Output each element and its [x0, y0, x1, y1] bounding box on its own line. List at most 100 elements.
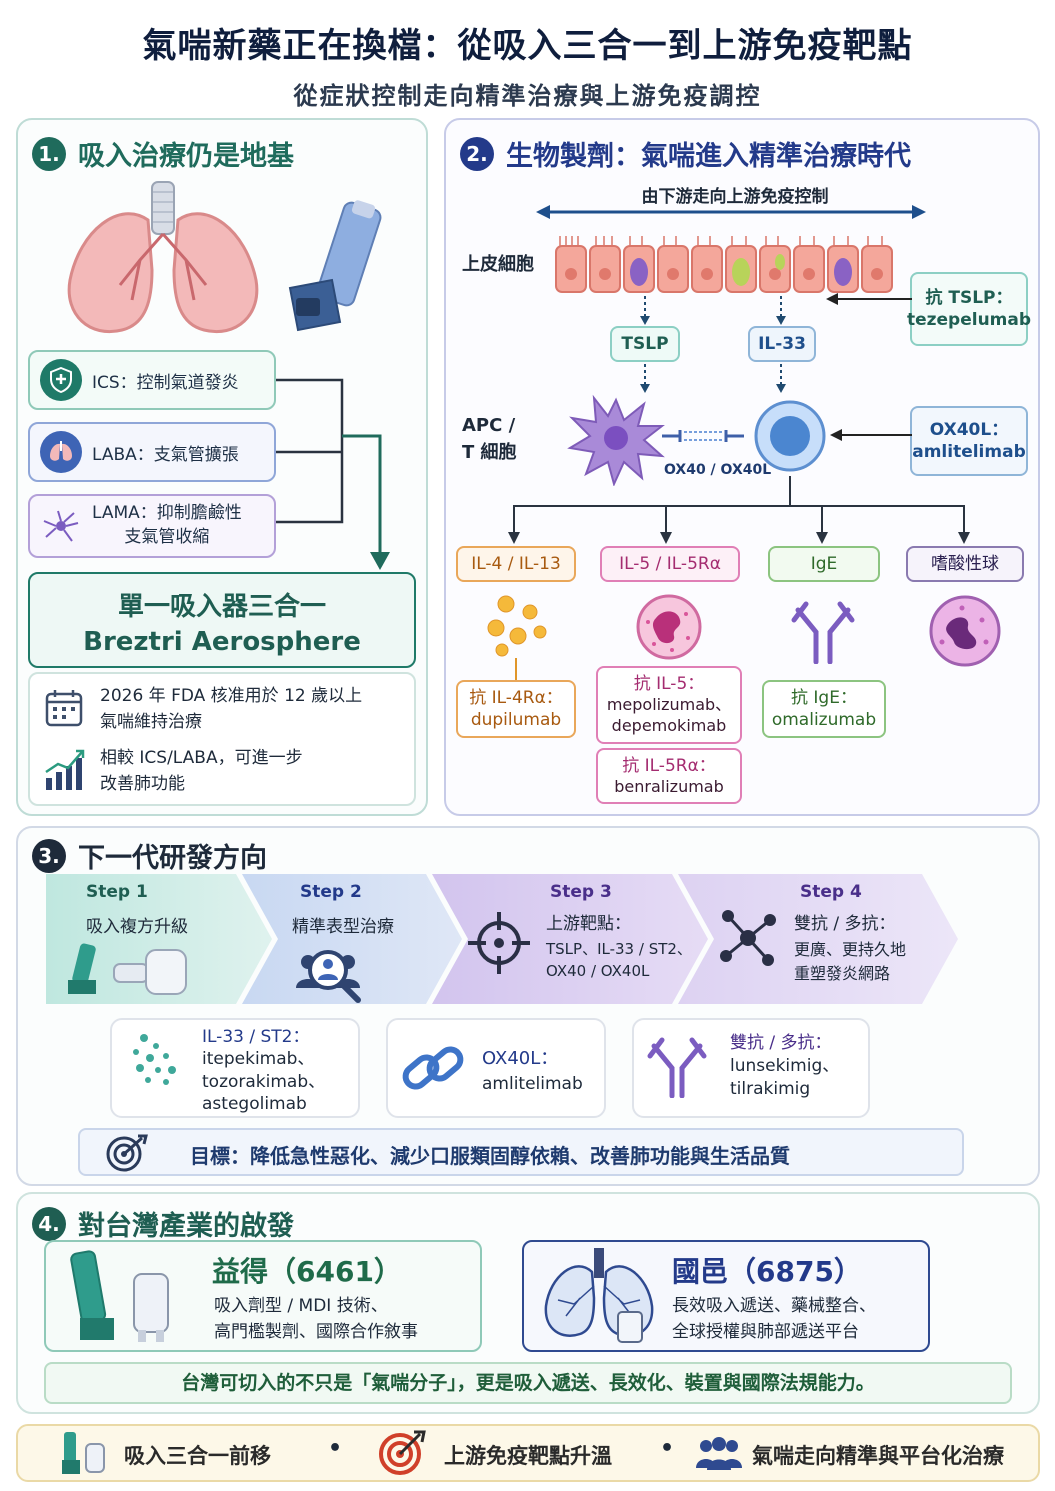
epithelial-label: 上皮細胞 [462, 254, 534, 275]
card-ox40l-text: OX40L： amlitelimab [482, 1048, 583, 1095]
note-fda: 2026 年 FDA 核准用於 12 歲以上 氣喘維持治療 [100, 686, 363, 732]
people-search-icon [296, 950, 361, 1003]
section2-header: 2. 生物製劑：氣喘進入精準治療時代 [460, 134, 911, 173]
goal-bar [78, 1128, 964, 1176]
page-title: 氣喘新藥正在換檔：從吸入三合一到上游免疫靶點 [142, 26, 913, 66]
upstream-arrow-label: 由下游走向上游免疫控制 [641, 187, 829, 207]
card-ox40l [386, 1018, 606, 1118]
arrow-tslp-apc [640, 364, 650, 393]
footer-bar [16, 1424, 1040, 1482]
section4-header: 4. 對台灣產業的啟發 [32, 1204, 294, 1243]
bar-chart-icon [45, 749, 85, 790]
card-il33-text: IL-33 / ST2： itepekimab、 tozorakimab、 as… [202, 1027, 326, 1115]
ox40l-tag: OX40L： amlitelimab [910, 406, 1028, 476]
note-lung-function: 相較 ICS/LABA，可進一步 改善肺功能 [100, 748, 303, 794]
ox40-label: OX40 / OX40L [664, 462, 772, 478]
apc-tcell-label: APC / T 細胞 [462, 415, 517, 463]
step1-num: Step 1 [86, 882, 148, 902]
breztri-box: 單一吸入器三合一 Breztri Aerosphere [28, 572, 416, 668]
step2-label: 精準表型治療 [292, 917, 394, 937]
target-icon [106, 1134, 148, 1172]
footer-item-1: 吸入三合一前移 [124, 1444, 271, 1468]
section3-header: 3. 下一代研發方向 [32, 836, 267, 875]
step3-num: Step 3 [550, 882, 612, 902]
taiwan-summary: 台灣可切入的不只是「氣喘分子」，更是吸入遞送、長效化、裝置與國際法規能力。 [44, 1362, 1012, 1404]
arrow-to-tslp [640, 296, 650, 325]
molecules-icon [133, 1034, 176, 1085]
step4-label: 雙抗 / 多抗： 更廣、更持久地 重塑發炎網路 [794, 914, 907, 983]
double-arrow-icon [536, 205, 926, 219]
breztri-notes [28, 672, 416, 806]
footer-item-2: 上游免疫靶點升溫 [444, 1444, 612, 1468]
drug-omalizumab: 抗 IgE： omalizumab [762, 680, 886, 738]
pathway-branch-connector [508, 476, 970, 544]
combine-connector [276, 378, 390, 570]
company2-name: 國邑（6875） [672, 1255, 862, 1288]
drug-benralizumab: 抗 IL-5Rα： benralizumab [596, 748, 742, 804]
anti-tslp-tag: 抗 TSLP： tezepelumab [907, 272, 1031, 346]
shield-icon [40, 359, 82, 401]
step3-label: 上游靶點： TSLP、IL-33 / ST2、 OX40 / OX40L [546, 914, 692, 980]
il33-tag: IL-33 [748, 326, 816, 362]
inhaler-small-icon [62, 1432, 105, 1474]
goal-text: 目標：降低急性惡化、減少口服類固醇依賴、改善肺功能與生活品質 [190, 1144, 790, 1168]
breztri-line2: Breztri Aerosphere [83, 627, 361, 657]
apc-tcell-icon [567, 394, 826, 486]
arrow-ox40l [830, 429, 912, 441]
target-crosshair-icon [468, 912, 530, 974]
section1-number: 1. [32, 136, 66, 171]
ics-pill: ICS：控制氣道發炎 [28, 350, 276, 410]
arrow-il33-tcell [776, 364, 786, 393]
laba-label: LABA：支氣管擴張 [92, 444, 239, 465]
bispecific-antibody-icon [647, 1037, 707, 1098]
pathway-il4: IL-4 / IL-13 [456, 546, 576, 582]
people-group-icon [696, 1437, 742, 1470]
step1-label: 吸入複方升級 [86, 917, 188, 937]
arrow-to-il33 [776, 296, 786, 325]
company1-name: 益得（6461） [212, 1255, 402, 1288]
antibody-icon [791, 601, 855, 664]
footer-sep-1: • [328, 1436, 343, 1461]
lungs-icon [67, 181, 259, 333]
inhaler-device-icon [68, 943, 187, 995]
arrow-anti-tslp [826, 293, 912, 305]
calendar-icon [45, 690, 83, 727]
section3-number: 3. [32, 838, 66, 873]
cytokine-dots-icon [487, 595, 547, 680]
pathway-ige: IgE [768, 546, 880, 582]
section2-title: 生物製劑：氣喘進入精準治療時代 [506, 141, 911, 172]
company2-desc: 長效吸入遞送、藥械整合、 全球授權與肺部遞送平台 [672, 1296, 876, 1342]
eosinophil-cell-icon [636, 594, 702, 660]
inhaler-icon [288, 200, 382, 332]
ics-label: ICS：控制氣道發炎 [92, 372, 239, 393]
eosinophil-icon [929, 595, 1001, 667]
company-card-6461 [44, 1240, 482, 1352]
chain-link-icon [402, 1046, 464, 1090]
step2-num: Step 2 [300, 882, 362, 902]
mdi-inhaler-icon [70, 1250, 169, 1342]
page-subtitle: 從症狀控制走向精準治療與上游免疫調控 [293, 82, 762, 110]
target-arrow-icon [379, 1430, 426, 1475]
section4-number: 4. [32, 1206, 66, 1241]
epithelial-cells-icon [555, 236, 893, 293]
section4-title: 對台灣產業的啟發 [78, 1211, 294, 1242]
drug-mepolizumab: 抗 IL-5： mepolizumab、 depemokimab [596, 666, 742, 744]
breztri-line1: 單一吸入器三合一 [117, 592, 326, 622]
section1-title: 吸入治療仍是地基 [78, 141, 294, 172]
footer-item-3: 氣喘走向精準與平台化治療 [752, 1444, 1004, 1468]
section3-title: 下一代研發方向 [78, 843, 267, 874]
pathway-il5: IL-5 / IL-5Rα [600, 546, 740, 582]
section2-number: 2. [460, 136, 494, 171]
neuron-icon [40, 505, 82, 547]
card-il33-st2 [110, 1018, 360, 1118]
network-icon [720, 910, 776, 966]
lama-pill: LAMA：抑制膽鹼性 支氣管收縮 [28, 494, 276, 558]
step4-num: Step 4 [800, 882, 862, 902]
drug-dupilumab: 抗 IL-4Rα： dupilumab [456, 680, 576, 738]
tslp-tag: TSLP [610, 326, 680, 362]
lungs-small-icon [40, 431, 82, 473]
footer-sep-2: • [660, 1436, 675, 1461]
laba-pill: LABA：支氣管擴張 [28, 422, 276, 482]
company1-desc: 吸入劑型 / MDI 技術、 高門檻製劑、國際合作敘事 [214, 1296, 418, 1342]
card-bispecific-text: 雙抗 / 多抗： lunsekimig、 tilrakimig [730, 1033, 840, 1099]
